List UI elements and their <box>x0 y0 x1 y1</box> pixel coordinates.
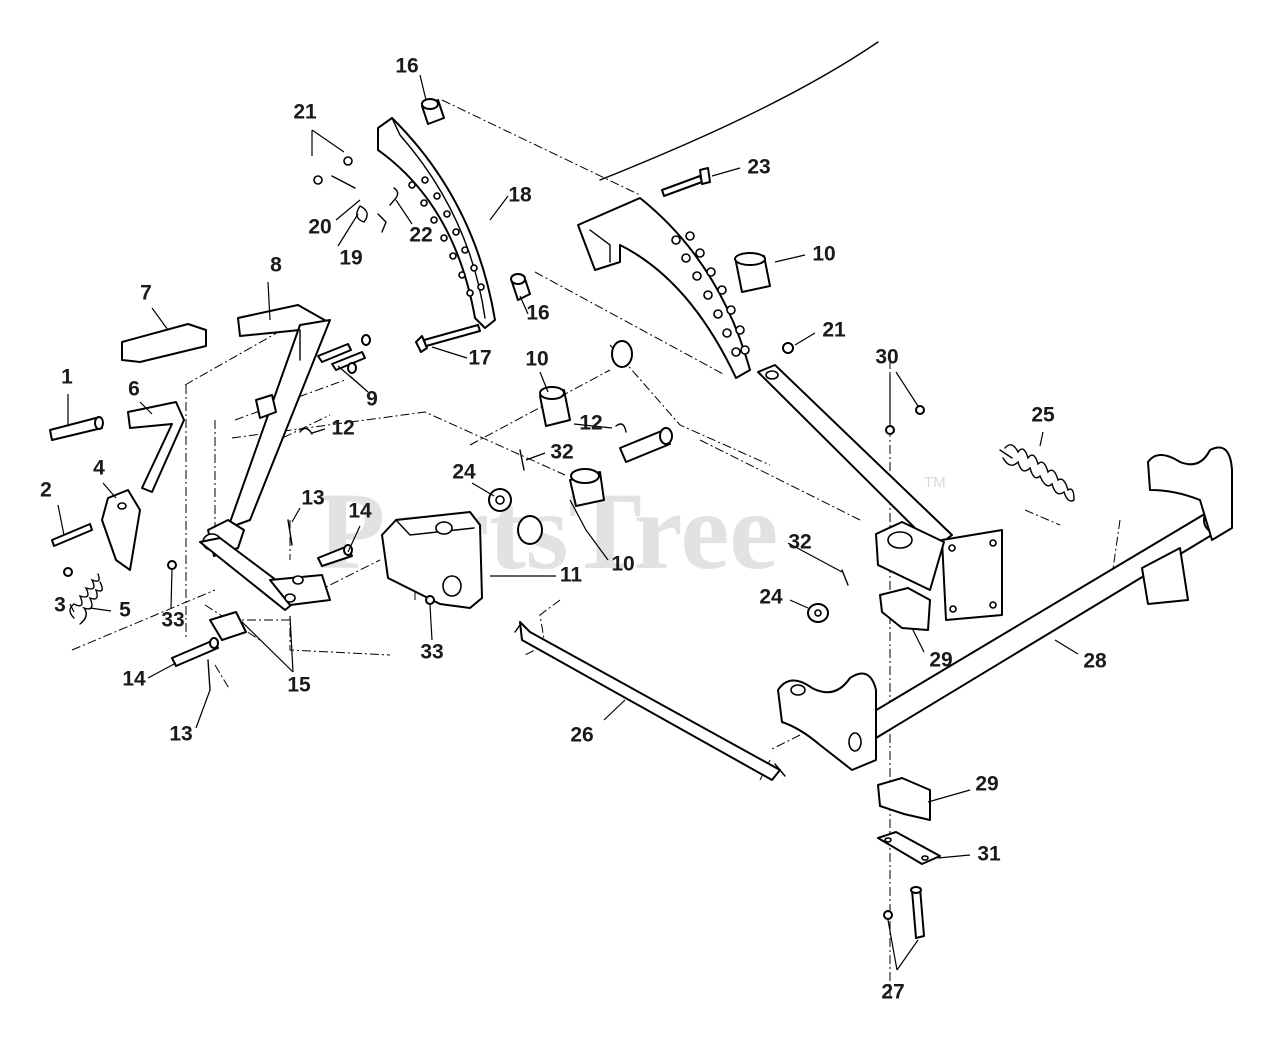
right-quadrant-plate <box>577 197 751 379</box>
callout-c17: 17 <box>468 347 491 370</box>
callout-c29a: 29 <box>929 649 952 672</box>
callout-c7: 7 <box>140 282 152 305</box>
part-29-blocks <box>877 587 931 821</box>
part-2-pin <box>51 523 93 547</box>
callout-c11: 11 <box>560 564 583 587</box>
callout-c20: 20 <box>308 216 331 239</box>
callout-c31: 31 <box>977 843 1001 866</box>
cable-line <box>599 41 879 181</box>
part-30-nuts <box>885 405 925 435</box>
callout-c10c: 10 <box>611 553 634 576</box>
callout-c33a: 33 <box>161 609 184 632</box>
callout-c8: 8 <box>270 254 282 277</box>
callout-c32b: 32 <box>788 531 811 554</box>
leader-lines <box>57 74 1079 859</box>
part-21-nut-right <box>782 342 794 354</box>
callout-c23: 23 <box>747 156 770 179</box>
part-7-pedal-pad <box>121 323 207 363</box>
part-33-nut-left <box>167 560 177 570</box>
part-3-nut <box>63 567 73 577</box>
callout-c27: 27 <box>881 981 904 1004</box>
part-5-spring <box>69 573 103 625</box>
callout-c29b: 29 <box>975 773 998 796</box>
part-13-cotter-top <box>287 519 293 546</box>
callout-c30: 30 <box>875 346 898 369</box>
part-26-rod <box>514 621 786 781</box>
callout-c13b: 13 <box>169 723 192 746</box>
callout-c24b: 24 <box>759 586 783 609</box>
callout-c21a: 21 <box>293 101 317 124</box>
callout-c32a: 32 <box>550 441 573 464</box>
part-12-clip-center <box>615 423 627 433</box>
part-25-spring <box>999 444 1075 502</box>
callout-c25: 25 <box>1031 404 1055 427</box>
callout-c12a: 12 <box>331 417 354 440</box>
part-6-rod <box>127 401 185 493</box>
callout-c9: 9 <box>366 388 378 411</box>
callout-c24a: 24 <box>452 461 476 484</box>
part-9-bolts <box>317 334 371 393</box>
part-8-lever <box>202 304 331 557</box>
part-33-nut-center <box>425 595 435 605</box>
callout-c14a: 14 <box>348 500 372 523</box>
part-23-bolt <box>661 167 711 197</box>
part-32-pin-right <box>841 569 849 586</box>
part-18-quadrant <box>377 117 496 329</box>
callout-c18: 18 <box>508 184 532 207</box>
part-13-cotter-bottom <box>207 659 211 691</box>
part-17-bolt <box>415 324 481 353</box>
part-27-bolts <box>883 886 925 971</box>
center-bushings <box>488 340 673 545</box>
callout-c21b: 21 <box>822 319 846 342</box>
part-28-cross-shaft <box>777 446 1233 771</box>
callout-c22: 22 <box>409 224 432 247</box>
callout-c6: 6 <box>128 378 140 401</box>
part-1-grip <box>49 416 104 441</box>
callout-c15: 15 <box>287 674 311 697</box>
part-14-pins <box>171 544 353 667</box>
part-32-pin-center <box>519 449 525 471</box>
callout-c10b: 10 <box>525 348 548 371</box>
center-right-bracket <box>875 521 1003 621</box>
callout-c28: 28 <box>1083 650 1107 673</box>
callout-c12b: 12 <box>579 412 602 435</box>
callout-c16a: 16 <box>395 55 418 78</box>
callout-c1: 1 <box>61 366 73 389</box>
callout-c10a: 10 <box>812 243 835 266</box>
part-10-bushing-top <box>734 252 771 293</box>
part-16-bushings <box>421 98 531 301</box>
callout-c3: 3 <box>54 594 66 617</box>
lift-arm-link <box>757 364 953 549</box>
part-24-washer-right <box>807 603 829 623</box>
callout-c33b: 33 <box>420 641 443 664</box>
part-31-plate <box>877 831 941 865</box>
callout-c14b: 14 <box>122 668 146 691</box>
parts-19-22-hardware <box>311 129 399 233</box>
callout-c26: 26 <box>570 724 593 747</box>
callout-c19: 19 <box>339 247 362 270</box>
callout-c4: 4 <box>93 457 105 480</box>
part-12-clip-left <box>299 427 313 435</box>
callout-c2: 2 <box>40 479 52 502</box>
part-11-pivot-bracket <box>381 511 483 609</box>
callout-c16b: 16 <box>526 302 549 325</box>
part-15-link <box>199 537 331 641</box>
part-4-bracket <box>101 489 141 571</box>
callout-c13a: 13 <box>301 487 324 510</box>
watermark-trademark: TM <box>924 474 946 491</box>
callout-c5: 5 <box>119 599 131 622</box>
